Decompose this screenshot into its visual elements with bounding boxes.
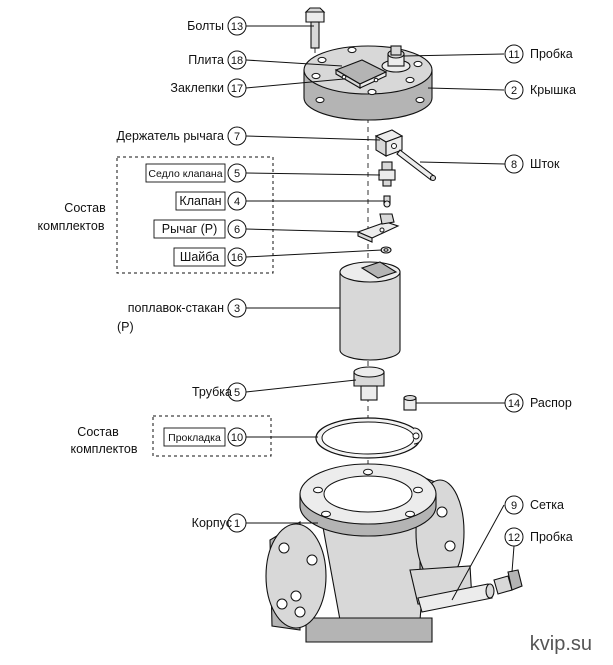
callout-4: 4 (227, 191, 247, 211)
label-body: Корпус (192, 516, 232, 530)
callout-9: 9 (504, 495, 524, 515)
svg-text:17: 17 (231, 83, 243, 95)
svg-text:11: 11 (508, 49, 519, 61)
svg-text:5: 5 (234, 387, 240, 399)
callout-17: 17 (227, 78, 247, 98)
label-kit-1-line1: Состав (64, 201, 106, 215)
label-plug-bottom: Пробка (530, 530, 573, 544)
part-lever (356, 213, 400, 243)
label-valve: Клапан (179, 194, 221, 208)
label-kit-2-line1: Состав (77, 425, 119, 439)
part-stem (396, 149, 437, 182)
label-cover: Крышка (530, 83, 576, 97)
callout-5-tube: 5 (227, 382, 247, 402)
callout-18: 18 (227, 50, 247, 70)
svg-text:5: 5 (234, 168, 240, 180)
label-kit-2-line2: комплектов (71, 442, 138, 456)
part-plug-top (381, 45, 411, 73)
label-gasket: Прокладка (168, 432, 221, 444)
part-plug-bottom (493, 569, 523, 595)
svg-text:2: 2 (511, 85, 517, 97)
part-valve (383, 195, 391, 208)
label-screen: Сетка (530, 498, 564, 512)
part-lever-holder (374, 129, 404, 157)
part-gasket (315, 417, 423, 459)
callout-6: 6 (227, 219, 247, 239)
callout-10: 10 (227, 427, 247, 447)
callout-5-seat: 5 (227, 163, 247, 183)
svg-text:4: 4 (234, 196, 240, 208)
label-plate: Плита (188, 53, 224, 67)
part-spacer (403, 394, 417, 411)
box-washer (173, 247, 226, 267)
callout-3: 3 (227, 298, 247, 318)
kit-frame-2 (152, 415, 272, 457)
label-lever-holder: Держатель рычага (117, 129, 224, 143)
part-plate (334, 59, 388, 89)
watermark: kvip.su (530, 633, 592, 655)
label-plug-top: Пробка (530, 47, 573, 61)
svg-text:16: 16 (231, 252, 243, 264)
box-valve (175, 191, 226, 211)
box-valve-seat (145, 163, 226, 183)
callout-1: 1 (227, 513, 247, 533)
svg-text:14: 14 (508, 398, 520, 410)
svg-text:6: 6 (234, 224, 240, 236)
callout-13: 13 (227, 16, 247, 36)
part-bolt (304, 7, 326, 49)
callout-14: 14 (504, 393, 524, 413)
svg-text:7: 7 (234, 131, 240, 143)
callout-16: 16 (227, 247, 247, 267)
label-tube: Трубка (192, 385, 232, 399)
label-float-line2: (Р) (117, 320, 134, 334)
callout-8: 8 (504, 154, 524, 174)
part-rivets (341, 74, 379, 83)
svg-text:10: 10 (231, 432, 243, 444)
callout-11: 11 (504, 44, 524, 64)
part-float (339, 261, 401, 361)
svg-text:1: 1 (234, 518, 240, 530)
label-rivets: Заклепки (170, 81, 224, 95)
label-valve-seat: Седло клапана (148, 168, 222, 180)
svg-text:3: 3 (234, 303, 240, 315)
label-kit-1-line2: комплектов (38, 219, 105, 233)
label-float-line1: поплавок-стакан (128, 301, 224, 315)
part-screen (417, 583, 495, 613)
part-body (265, 463, 473, 643)
svg-text:18: 18 (231, 55, 243, 67)
box-gasket (163, 427, 226, 447)
label-washer: Шайба (180, 250, 219, 264)
callout-2: 2 (504, 80, 524, 100)
part-washer (380, 246, 392, 254)
label-bolts: Болты (187, 19, 224, 33)
part-valve-seat (378, 161, 396, 187)
callout-12: 12 (504, 527, 524, 547)
label-lever: Рычаг (Р) (162, 222, 217, 236)
svg-text:13: 13 (231, 21, 243, 33)
svg-text:12: 12 (508, 532, 520, 544)
kit-frame-1 (116, 156, 274, 274)
leader-lines (245, 25, 515, 601)
box-lever (153, 219, 226, 239)
svg-text:9: 9 (511, 500, 517, 512)
callout-7: 7 (227, 126, 247, 146)
label-stem: Шток (530, 157, 560, 171)
label-spacer: Распор (530, 396, 572, 410)
svg-text:8: 8 (511, 159, 517, 171)
part-tube (353, 366, 385, 401)
